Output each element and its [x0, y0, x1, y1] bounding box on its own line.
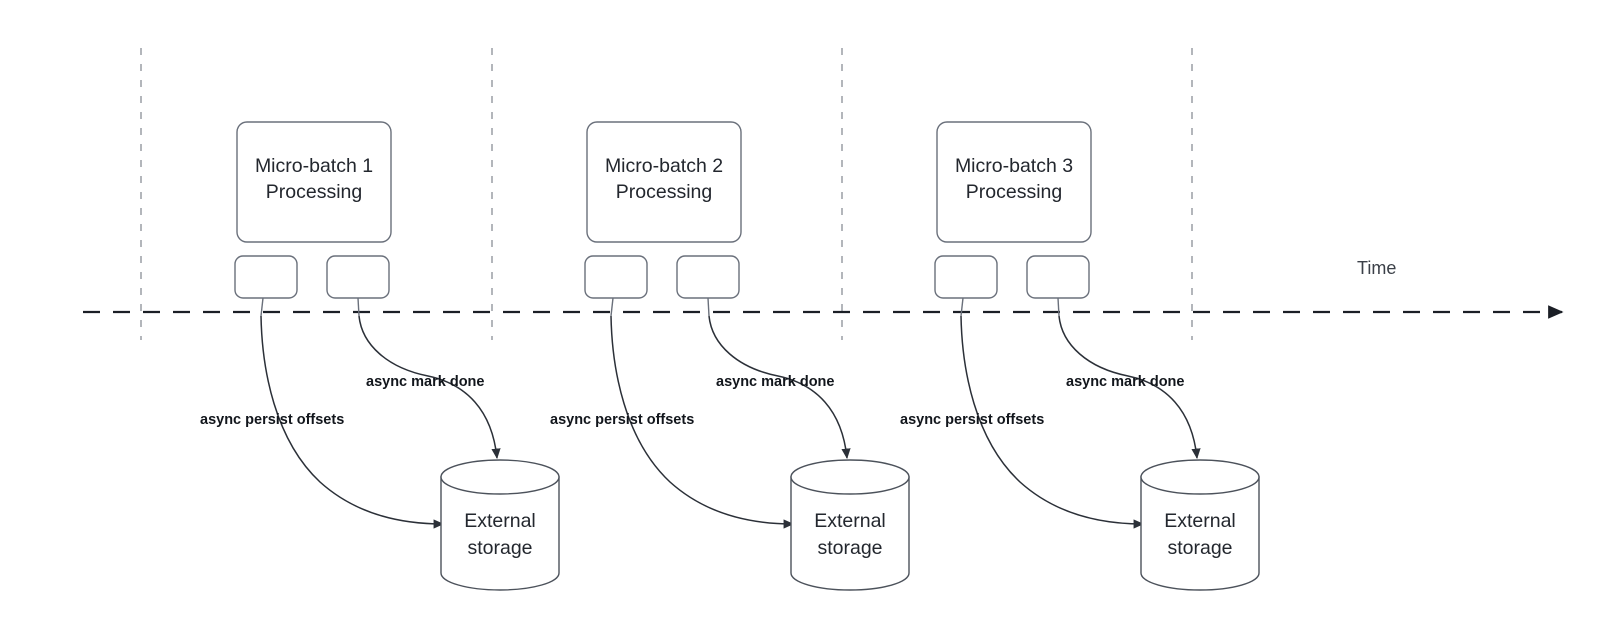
micro-batch-1-mark-task-box[interactable] [326, 255, 390, 299]
micro-batch-2-external-storage-cylinder[interactable]: External storage [790, 459, 910, 591]
micro-batch-1-mark-done-curve [358, 315, 501, 460]
micro-batch-3-storage-label-line2: storage [1167, 537, 1232, 559]
micro-batch-3-mark-stem [1057, 297, 1060, 317]
time-axis-label: Time [1357, 258, 1396, 278]
micro-batch-2-persist-offsets-curve [610, 315, 795, 529]
tick-lines-group [140, 48, 1193, 340]
micro-batch-1-persist-stem [260, 297, 264, 317]
micro-batch-3-storage-label-line1: External [1164, 510, 1236, 532]
micro-batch-2-storage-label-line2: storage [817, 537, 882, 559]
micro-batch-2-persist-task-box[interactable] [584, 255, 648, 299]
micro-batch-2-process-label-line1: Micro-batch 2 [605, 155, 723, 177]
micro-batch-3-external-storage-cylinder[interactable]: External storage [1140, 459, 1260, 591]
cylinder-top-2 [790, 459, 910, 495]
micro-batch-1-group: Micro-batch 1 Processing async persist o… [200, 121, 560, 591]
micro-batch-1-storage-label-line1: External [464, 510, 536, 532]
micro-batch-2-persist-stem [610, 297, 614, 317]
micro-batch-1-persist-offsets-curve [260, 315, 445, 529]
micro-batch-1-mark-stem [357, 297, 360, 317]
micro-batch-2-storage-label-line1: External [814, 510, 886, 532]
micro-batch-2-persist-offsets-label: async persist offsets [550, 412, 694, 428]
micro-batch-3-process-box[interactable] [936, 121, 1092, 243]
micro-batch-2-process-box[interactable] [586, 121, 742, 243]
micro-batch-2-mark-done-label: async mark done [716, 374, 834, 390]
micro-batch-2-mark-task-box[interactable] [676, 255, 740, 299]
micro-batch-1-process-box[interactable] [236, 121, 392, 243]
micro-batch-3-persist-stem [960, 297, 964, 317]
micro-batch-1-storage-label-line2: storage [467, 537, 532, 559]
micro-batch-3-process-label-line2: Processing [966, 181, 1062, 203]
micro-batch-2-mark-done-curve [708, 315, 851, 460]
micro-batch-1-external-storage-cylinder[interactable]: External storage [440, 459, 560, 591]
micro-batch-3-persist-task-box[interactable] [934, 255, 998, 299]
cylinder-body-3 [1140, 476, 1260, 591]
micro-batch-1-persist-task-box[interactable] [234, 255, 298, 299]
time-axis-group: Time [83, 258, 1564, 319]
micro-batch-2-group: Micro-batch 2 Processing async persist o… [550, 121, 910, 591]
micro-batch-1-mark-done-label: async mark done [366, 374, 484, 390]
cylinder-body-2 [790, 476, 910, 591]
cylinder-top-3 [1140, 459, 1260, 495]
micro-batch-1-process-label-line1: Micro-batch 1 [255, 155, 373, 177]
cylinder-top-1 [440, 459, 560, 495]
micro-batch-1-process-label-line2: Processing [266, 181, 362, 203]
micro-batch-3-mark-done-curve [1058, 315, 1201, 460]
micro-batch-1-persist-offsets-label: async persist offsets [200, 412, 344, 428]
micro-batch-3-mark-done-label: async mark done [1066, 374, 1184, 390]
cylinder-body-1 [440, 476, 560, 591]
micro-batch-3-persist-offsets-curve [960, 315, 1145, 529]
micro-batch-3-persist-offsets-label: async persist offsets [900, 412, 1044, 428]
micro-batch-3-mark-task-box[interactable] [1026, 255, 1090, 299]
micro-batch-3-group: Micro-batch 3 Processing async persist o… [900, 121, 1260, 591]
micro-batch-2-process-label-line2: Processing [616, 181, 712, 203]
micro-batch-2-mark-stem [707, 297, 710, 317]
micro-batch-3-process-label-line1: Micro-batch 3 [955, 155, 1073, 177]
